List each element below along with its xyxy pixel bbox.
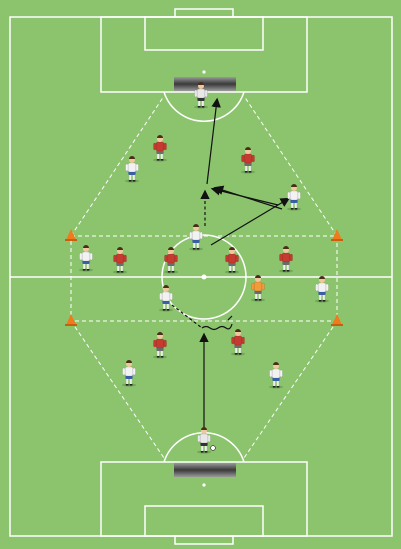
bottom-penalty-spot [202, 483, 205, 486]
top-penalty-spot [202, 70, 205, 73]
top-goal-net [174, 77, 236, 91]
bottom-goal-net [174, 463, 236, 477]
ball-icon [211, 446, 216, 451]
centre-spot [202, 275, 207, 280]
